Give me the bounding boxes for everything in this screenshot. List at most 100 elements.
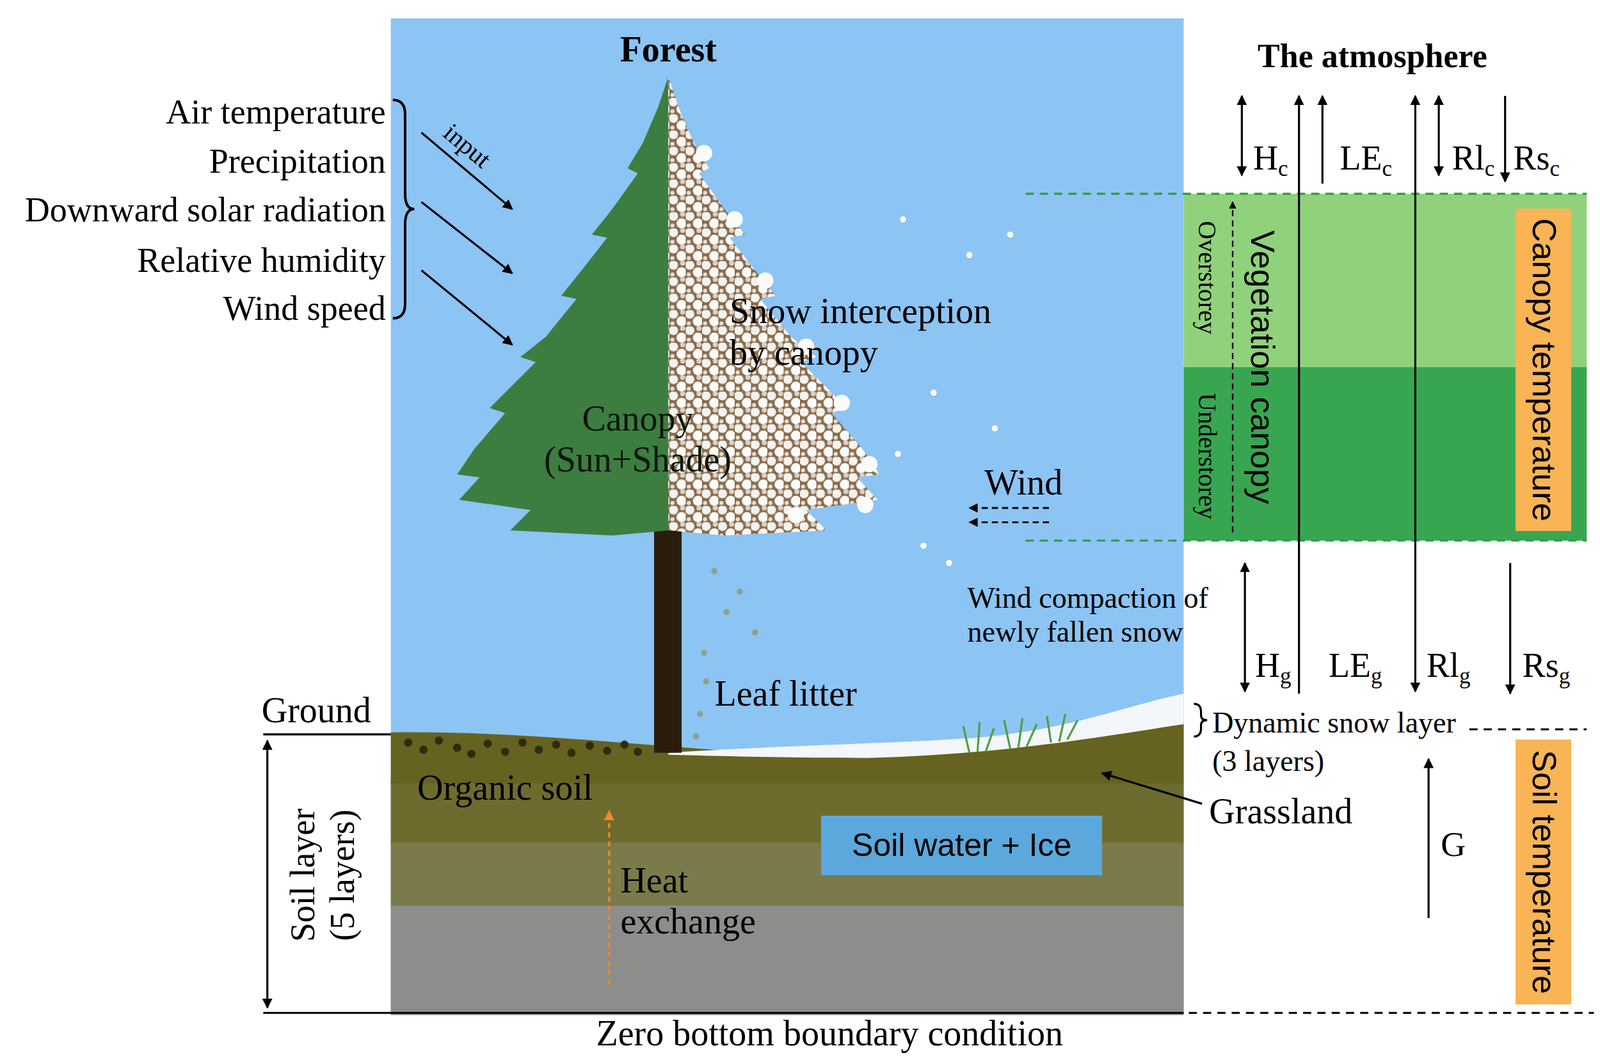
wind-compaction-label: Wind compaction of newly fallen snow bbox=[967, 581, 1224, 650]
leaf-dot bbox=[501, 748, 510, 757]
flux-label: LEc bbox=[1339, 138, 1392, 178]
snow-clump bbox=[856, 496, 874, 514]
flux-symbol: LE bbox=[1328, 645, 1371, 685]
ground-heat-arrow bbox=[1427, 759, 1430, 919]
heat-exchange-arrow bbox=[608, 811, 610, 985]
snowflake bbox=[930, 389, 937, 397]
snow-clump bbox=[787, 506, 805, 524]
flux-symbol: Rs bbox=[1522, 645, 1560, 685]
leaf-dot bbox=[534, 745, 543, 754]
soil-water-box: Soil water + Ice bbox=[821, 816, 1102, 875]
input-brace bbox=[392, 99, 415, 319]
flux-arrow bbox=[1414, 96, 1417, 692]
soil-layer-label: Soil layer (5 layers) bbox=[282, 800, 363, 951]
flux-label: Hg bbox=[1255, 645, 1292, 685]
wind-label: Wind bbox=[984, 462, 1063, 504]
snowflake bbox=[966, 252, 973, 259]
snowflake bbox=[945, 560, 953, 567]
flux-subscript: c bbox=[1484, 156, 1496, 182]
flux-arrow bbox=[1244, 563, 1247, 692]
snow-layer-label: Dynamic snow layer (3 layers) bbox=[1212, 704, 1475, 781]
flux-subscript: g bbox=[1459, 663, 1471, 689]
flux-subscript: c bbox=[1381, 156, 1392, 182]
band-label: Overstorey bbox=[1192, 220, 1222, 335]
snowflake bbox=[920, 542, 927, 550]
leaf-dot bbox=[483, 739, 493, 749]
leaf-dot bbox=[633, 748, 642, 757]
snow-clump bbox=[695, 144, 713, 162]
flux-symbol: LE bbox=[1339, 138, 1382, 178]
flux-arrow bbox=[1321, 96, 1324, 184]
input-arrow bbox=[421, 202, 512, 274]
flux-symbol: Rs bbox=[1512, 138, 1550, 178]
soil-top-dashed-line bbox=[1469, 728, 1587, 731]
vegetation-canopy-band: Vegetation canopyOverstoreyUnderstoreyCa… bbox=[1183, 193, 1587, 541]
leaf-dot bbox=[434, 736, 443, 745]
leaf-dot bbox=[552, 741, 561, 750]
input-variable: Downward solar radiation bbox=[24, 190, 386, 230]
snow-layer-brace bbox=[1193, 704, 1208, 737]
flux-symbol: H bbox=[1255, 645, 1280, 685]
flux-arrow bbox=[1509, 563, 1512, 694]
panel-title: Forest bbox=[620, 28, 717, 70]
canopy-label: Canopy (Sun+Shade) bbox=[535, 397, 740, 480]
flux-arrow bbox=[1240, 96, 1243, 176]
heat-exchange-label: Heat exchange bbox=[620, 859, 768, 943]
flux-subscript: g bbox=[1280, 663, 1292, 689]
snow-interception-label: Snow interception by canopy bbox=[729, 290, 1012, 374]
input-variable: Air temperature bbox=[165, 92, 386, 132]
grass bbox=[963, 714, 1078, 754]
flux-subscript: g bbox=[1370, 663, 1383, 689]
input-variable: Precipitation bbox=[209, 141, 386, 182]
canopy-dashed-arrow bbox=[1232, 202, 1234, 534]
snowflakes bbox=[894, 216, 1014, 567]
leaf-dot bbox=[467, 750, 476, 759]
box-label: Canopy temperature bbox=[1524, 218, 1563, 522]
flux-subscript: c bbox=[1278, 156, 1289, 182]
leaf-litter-label: Leaf litter bbox=[714, 673, 857, 715]
flux-arrow bbox=[1297, 96, 1300, 694]
flux-arrow bbox=[1437, 96, 1440, 176]
leaf-dot bbox=[620, 741, 629, 750]
sky bbox=[391, 18, 1184, 1016]
forest-panel: ForestSoil water + Ice bbox=[391, 18, 1184, 1016]
wind-arrow bbox=[969, 507, 1049, 510]
flux-symbol: H bbox=[1253, 138, 1279, 178]
grassland-label: Grassland bbox=[1208, 790, 1353, 832]
falling-leaf bbox=[752, 629, 759, 637]
snowflake bbox=[1007, 231, 1014, 239]
falling-leaf bbox=[723, 609, 730, 616]
atmosphere-heading: The atmosphere bbox=[1257, 37, 1488, 76]
flux-subscript: c bbox=[1550, 156, 1561, 182]
falling-leaf bbox=[696, 711, 704, 718]
grassland-leader bbox=[1102, 773, 1202, 805]
bottom-dashed-line bbox=[1188, 1012, 1594, 1015]
snow-clump bbox=[726, 211, 744, 228]
falling-leaf bbox=[736, 588, 744, 596]
flux-label: Rlg bbox=[1426, 645, 1471, 685]
snow-clump bbox=[833, 394, 851, 412]
snowflake bbox=[899, 216, 907, 223]
soil-temperature-box: Soil temperature bbox=[1515, 739, 1572, 1006]
leaf-dot bbox=[453, 743, 462, 752]
flux-label: Rsc bbox=[1512, 138, 1560, 178]
snow-clump bbox=[861, 456, 879, 473]
falling-leaves bbox=[693, 568, 759, 740]
flux-label: Rlc bbox=[1452, 138, 1496, 178]
box-label: Soil temperature bbox=[1524, 750, 1563, 995]
leaf-dot bbox=[567, 748, 576, 758]
leaf-dot bbox=[602, 746, 612, 756]
snow-clump bbox=[757, 272, 774, 290]
ground-label: Ground bbox=[261, 689, 372, 731]
illustration-group bbox=[263, 18, 1594, 1016]
wind-arrow bbox=[969, 521, 1049, 524]
soil-layer bbox=[391, 906, 1184, 1016]
input-variable: Relative humidity bbox=[136, 240, 386, 281]
snowflake bbox=[992, 425, 999, 432]
ground-heat-label: G bbox=[1440, 824, 1466, 865]
canopy-bottom-dashed bbox=[1025, 539, 1587, 542]
falling-leaf bbox=[700, 650, 708, 657]
input-arrow bbox=[421, 270, 512, 345]
leaf-dot bbox=[585, 741, 594, 751]
